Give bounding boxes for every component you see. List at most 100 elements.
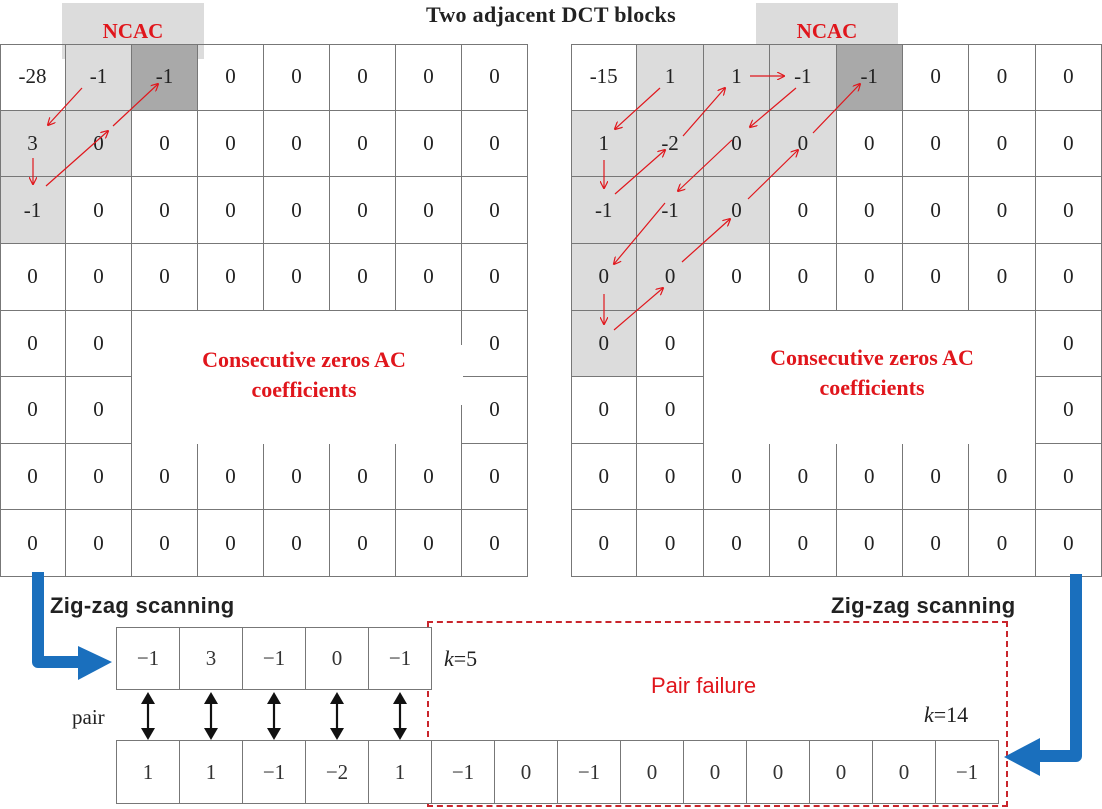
block1-cell: 0 — [0, 243, 66, 311]
block1-cell: 0 — [264, 177, 330, 244]
pair-arrow-up-head — [204, 692, 218, 704]
block1-cell: 0 — [198, 443, 264, 511]
block2-cell: 0 — [703, 110, 771, 178]
k-var-1: k — [444, 646, 454, 671]
ncac-text-right: NCAC — [796, 18, 858, 43]
sequence2-cell: 1 — [116, 740, 180, 804]
block1-cell: 0 — [132, 243, 198, 311]
block2-cell: 0 — [902, 443, 970, 511]
zigzag-flow-left — [32, 578, 88, 668]
k-label-1: k=5 — [444, 646, 477, 672]
sequence2-cell: −1 — [431, 740, 495, 804]
pair-arrow-down-head — [393, 728, 407, 740]
block1-cell: 0 — [0, 443, 66, 511]
sequence2-cell: 1 — [368, 740, 432, 804]
block2-cell: 0 — [969, 243, 1036, 311]
block2-cell: 0 — [770, 510, 837, 577]
block2-cell: 0 — [969, 443, 1036, 511]
block2-cell: 0 — [902, 110, 970, 178]
block2-cell: 0 — [836, 110, 903, 178]
block1-cell: 0 — [66, 443, 132, 511]
block1-cell: 0 — [66, 510, 132, 577]
block2-cell: 0 — [969, 177, 1036, 244]
block2-cell: 0 — [902, 510, 970, 577]
block1-cell: 0 — [264, 44, 330, 111]
zeros-label-right: Consecutive zeros AC coefficients — [713, 343, 1031, 403]
block2-cell: 0 — [703, 243, 771, 311]
block1-cell: 0 — [132, 110, 198, 178]
block1-cell: 0 — [462, 243, 528, 311]
block2-cell: 0 — [571, 310, 638, 378]
block2-cell: 0 — [969, 110, 1036, 178]
block2-cell: -1 — [770, 44, 837, 111]
diagram-title: Two adjacent DCT blocks — [426, 2, 676, 27]
block2-cell: 0 — [969, 44, 1036, 111]
pair-failure-label: Pair failure — [651, 673, 757, 698]
sequence1-cell: −1 — [116, 627, 180, 690]
block2-cell: -1 — [571, 177, 638, 244]
block2-cell: 0 — [770, 243, 837, 311]
zigzag-flow-right-head — [1004, 738, 1040, 776]
k-value-1: =5 — [453, 646, 478, 671]
pair-arrow-up-head — [393, 692, 407, 704]
block1-cell: 0 — [66, 243, 132, 311]
block1-cell: -28 — [0, 44, 66, 111]
scan-label-left: Zig-zag scanning — [50, 593, 235, 618]
block1-cell: -1 — [66, 44, 132, 111]
block1-cell: 0 — [198, 510, 264, 577]
block2-cell: 0 — [1035, 443, 1102, 511]
block1-cell: -1 — [132, 44, 198, 111]
block1-cell: 0 — [66, 377, 132, 444]
block2-cell: 0 — [836, 177, 903, 244]
zeros-label-left: Consecutive zeros AC coefficients — [145, 345, 463, 405]
k-value-2: =14 — [933, 702, 969, 727]
block1-cell: 0 — [330, 243, 396, 311]
block1-cell: 0 — [462, 177, 528, 244]
block2-cell: 0 — [703, 510, 771, 577]
block2-cell: 0 — [770, 177, 837, 244]
block1-cell: 0 — [396, 510, 462, 577]
pair-arrow-up-head — [141, 692, 155, 704]
scan-label-right: Zig-zag scanning — [831, 593, 1016, 618]
block1-cell: 0 — [66, 177, 132, 244]
pair-arrow-up-head — [330, 692, 344, 704]
block1-cell: 0 — [330, 510, 396, 577]
block2-cell: 0 — [637, 510, 704, 577]
block1-cell: 0 — [330, 44, 396, 111]
grid-inner-edge — [131, 310, 132, 444]
block2-cell: 0 — [902, 243, 970, 311]
block2-cell: 0 — [1035, 377, 1102, 444]
block1-cell: 0 — [462, 377, 528, 444]
pair-arrow-down-head — [204, 728, 218, 740]
block1-cell: 0 — [198, 177, 264, 244]
block2-cell: 0 — [836, 243, 903, 311]
block1-cell: 0 — [66, 110, 132, 178]
block2-cell: 0 — [1035, 44, 1102, 111]
block1-cell: 0 — [132, 177, 198, 244]
pair-label: pair — [72, 705, 105, 729]
zeros-label-left-line2: coefficients — [251, 377, 357, 402]
k-label-2: k=14 — [924, 702, 968, 728]
block2-cell: 0 — [637, 377, 704, 444]
block2-cell: 0 — [836, 443, 903, 511]
block2-cell: 1 — [637, 44, 704, 111]
zeros-label-right-line1: Consecutive zeros AC — [770, 345, 974, 370]
block2-cell: 0 — [1035, 310, 1102, 378]
block1-cell: 0 — [264, 110, 330, 178]
sequence2-cell: −1 — [242, 740, 306, 804]
block2-cell: 0 — [1035, 177, 1102, 244]
block2-cell: 0 — [637, 243, 704, 311]
block2-cell: 0 — [1035, 510, 1102, 577]
block2-cell: 0 — [1035, 110, 1102, 178]
block2-cell: 0 — [969, 510, 1036, 577]
sequence2-cell: 0 — [683, 740, 747, 804]
grid-inner-edge — [1034, 310, 1036, 444]
block1-cell: 0 — [330, 110, 396, 178]
block1-cell: 0 — [198, 44, 264, 111]
block2-cell: 0 — [703, 177, 771, 244]
block1-cell: 3 — [0, 110, 66, 178]
